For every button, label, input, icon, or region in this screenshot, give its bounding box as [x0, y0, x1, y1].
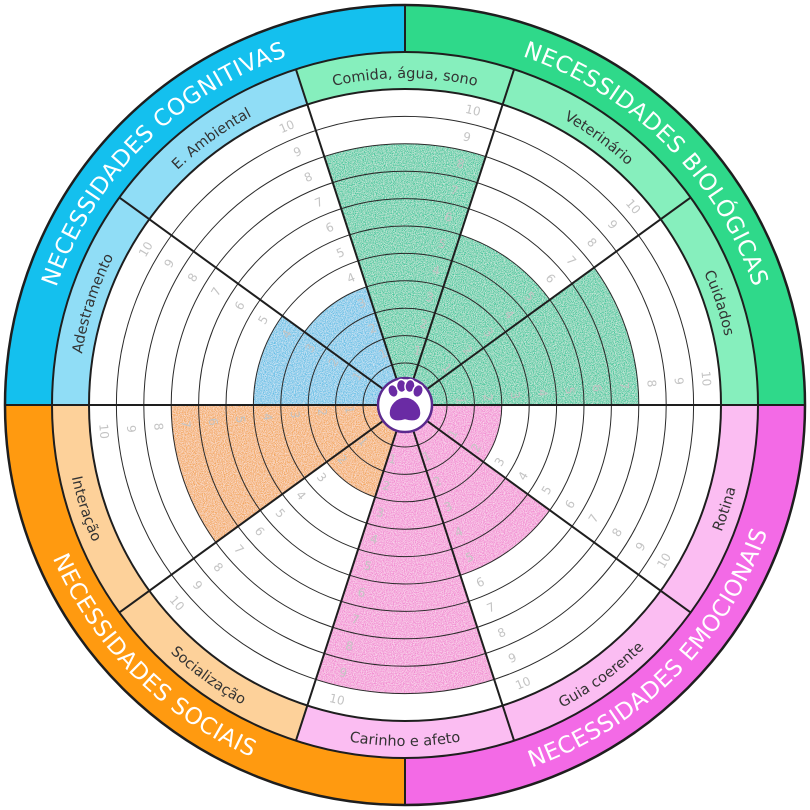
level-number: 3	[425, 290, 436, 305]
segment-label-band	[52, 52, 758, 759]
segment-label-cell	[502, 590, 691, 741]
level-number: 5	[562, 386, 577, 395]
level-number: 5	[437, 236, 448, 251]
segment-label-cell	[52, 405, 150, 613]
level-number: 7	[617, 381, 632, 390]
level-number: 7	[449, 183, 460, 198]
level-number: 10	[464, 102, 482, 119]
level-number: 9	[338, 665, 349, 680]
segment-fill	[253, 315, 405, 405]
level-number: 8	[344, 638, 355, 653]
level-number: 1	[387, 452, 398, 467]
level-number: 3	[375, 505, 386, 520]
level-number: 10	[96, 423, 111, 439]
segment-label-cell	[660, 405, 758, 613]
category-arc-biologicas	[405, 5, 805, 405]
level-number: 2	[418, 316, 429, 331]
segment-label: Comida, água, sono	[331, 66, 479, 90]
paw-icon	[387, 378, 424, 422]
level-number: 1	[453, 396, 468, 405]
segment-spoke	[118, 420, 384, 614]
wheel-outline	[3, 3, 807, 807]
center-badge	[376, 376, 434, 434]
segment-fill	[315, 405, 495, 694]
level-number: 9	[672, 377, 687, 386]
level-number: 8	[455, 156, 466, 171]
segment-spoke	[294, 68, 398, 380]
level-number: 6	[356, 585, 367, 600]
segment-label-cell	[660, 197, 758, 405]
paw-toe	[412, 383, 424, 399]
segment-label-cell	[502, 69, 691, 220]
level-number: 8	[644, 379, 659, 388]
segment-spoke	[294, 430, 398, 742]
level-number: 6	[443, 210, 454, 225]
level-number: 4	[260, 413, 275, 422]
segment-spoke	[412, 68, 516, 380]
category-arc-cognitivas	[5, 5, 405, 405]
level-number: 10	[136, 239, 156, 259]
segment-label-cell	[119, 590, 308, 741]
segment-label-cell	[119, 69, 308, 220]
level-number: 2	[381, 478, 392, 493]
level-number: 4	[535, 389, 550, 398]
segment-label: Carinho e afeto	[349, 730, 462, 750]
segment-label-cell	[52, 197, 150, 405]
category-arc-emocionais	[405, 405, 805, 805]
category-ring	[5, 5, 805, 805]
level-number: 2	[480, 393, 495, 402]
segment-fill	[405, 405, 550, 576]
level-number: 6	[590, 384, 605, 393]
level-number: 4	[431, 263, 442, 278]
segment-fill	[324, 143, 486, 406]
segment-spoke	[118, 196, 384, 390]
segment-spoke	[426, 196, 692, 390]
level-number: 10	[277, 117, 297, 136]
level-number: 8	[151, 422, 166, 431]
segment-spoke	[412, 430, 516, 742]
category-arc-sociais	[5, 405, 405, 805]
level-number: 10	[654, 551, 674, 571]
level-number: 4	[369, 532, 380, 547]
level-number: 10	[513, 674, 533, 693]
segment-fill	[405, 234, 550, 405]
level-number: 7	[350, 612, 361, 627]
segment-fill	[326, 405, 405, 498]
level-number: 1	[412, 343, 423, 358]
level-number: 3	[508, 391, 523, 400]
level-number: 5	[363, 558, 374, 573]
level-number: 2	[315, 408, 330, 417]
segment-spoke	[426, 420, 692, 614]
level-number: 9	[124, 425, 139, 434]
segment-spokes	[3, 3, 807, 807]
level-number: 9	[462, 129, 473, 144]
level-number: 1	[342, 405, 357, 414]
level-number: 10	[328, 691, 346, 708]
segment-fill	[304, 286, 405, 405]
level-number: 7	[178, 420, 193, 429]
level-number: 3	[288, 410, 303, 419]
level-number: 5	[233, 415, 248, 424]
level-number: 10	[699, 370, 714, 386]
segment-label-cell	[295, 705, 515, 759]
segment-label-cell	[295, 52, 515, 105]
level-number: 6	[206, 417, 221, 426]
paw-pad	[388, 396, 422, 422]
